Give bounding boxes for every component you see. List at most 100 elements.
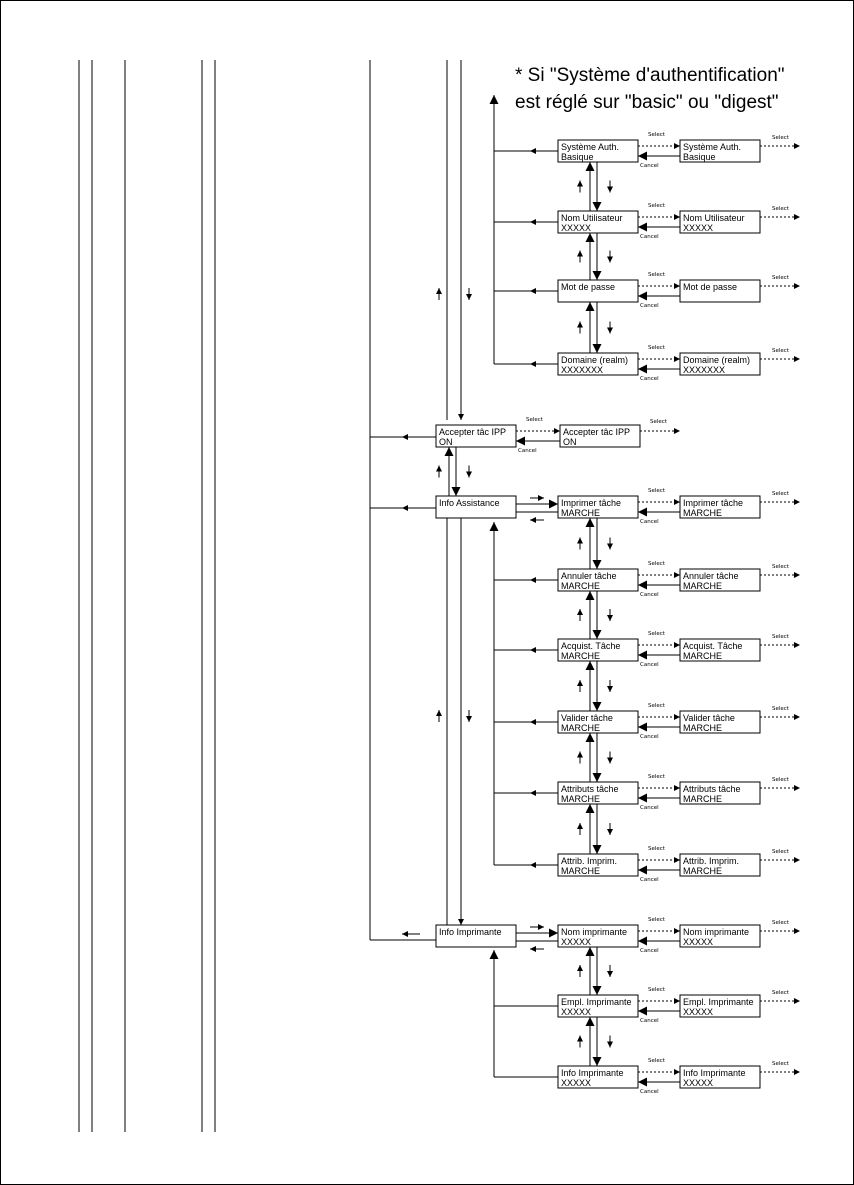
cancel-label: Cancel: [640, 662, 659, 668]
detail-box-assist-1: [679, 568, 761, 592]
menu-box-printer-0-line2: XXXXX: [561, 937, 591, 947]
select-label: Select: [648, 987, 666, 993]
menu-box-assist-4: [557, 781, 639, 805]
menu-box-assist-3: [557, 710, 639, 734]
menu-box-printer-2-line2: XXXXX: [561, 1078, 591, 1088]
select-label: Select: [648, 561, 666, 567]
detail-box-assist-0-line2: MARCHE: [683, 508, 722, 518]
select-label: Select: [648, 917, 666, 923]
detail-box-auth-0: [679, 139, 761, 163]
select-out-label: Select: [772, 920, 790, 926]
menu-box-assist-0: [557, 495, 639, 519]
detail-box-auth-2: [679, 279, 761, 303]
menu-box-assist-0-line2: MARCHE: [561, 508, 600, 518]
cancel-label: Cancel: [640, 1089, 659, 1095]
menu-box-auth-2-line1: Mot de passe: [561, 282, 615, 292]
detail-box-assist-1-line2: MARCHE: [683, 581, 722, 591]
select-label: Select: [648, 774, 666, 780]
detail-box-printer-0: [679, 924, 761, 948]
note-line-1: * Si "Système d'authentification": [515, 65, 785, 86]
select-out-label: Select: [772, 491, 790, 497]
detail-box-auth-0-line1: Système Auth.: [683, 142, 741, 152]
detail-box-assist-4-line2: MARCHE: [683, 794, 722, 804]
left-guide-lines: [78, 60, 216, 1132]
printer-parent-box: [435, 924, 517, 948]
cancel-label: Cancel: [640, 948, 659, 954]
detail-box-ipp: [559, 424, 641, 448]
menu-box-printer-2-line1: Info Imprimante: [561, 1068, 624, 1078]
assist-parent-box-line1: Info Assistance: [439, 498, 500, 508]
menu-box-auth-3-line1: Domaine (realm): [561, 355, 628, 365]
menu-box-printer-1-line2: XXXXX: [561, 1007, 591, 1017]
menu-box-assist-4-line1: Attributs tâche: [561, 784, 619, 794]
cancel-label: Cancel: [640, 163, 659, 169]
menu-box-auth-0-line1: Système Auth.: [561, 142, 619, 152]
select-out-label: Select: [772, 275, 790, 281]
detail-box-printer-1: [679, 994, 761, 1018]
detail-box-auth-0-line2: Basique: [683, 152, 716, 162]
detail-box-auth-3: [679, 352, 761, 376]
select-label: Select: [648, 203, 666, 209]
detail-box-assist-2: [679, 638, 761, 662]
select-cancel-labels: SelectCancelSelectSelectCancelSelectSele…: [518, 132, 790, 1095]
menu-box-assist-0-line1: Imprimer tâche: [561, 498, 621, 508]
select-out-label: Select: [772, 706, 790, 712]
select-out-label: Select: [650, 419, 668, 425]
cancel-label: Cancel: [640, 519, 659, 525]
detail-box-assist-3: [679, 710, 761, 734]
detail-box-auth-1-line1: Nom Utilisateur: [683, 213, 745, 223]
select-label: Select: [648, 1058, 666, 1064]
select-out-label: Select: [772, 849, 790, 855]
detail-box-assist-2-line2: MARCHE: [683, 651, 722, 661]
detail-box-assist-3-line1: Valider tâche: [683, 713, 735, 723]
detail-box-auth-1-line2: XXXXX: [683, 223, 713, 233]
menu-box-assist-3-line1: Valider tâche: [561, 713, 613, 723]
detail-box-printer-0-line1: Nom imprimante: [683, 927, 749, 937]
select-label: Select: [526, 417, 544, 423]
detail-box-printer-1-line1: Empl. Imprimante: [683, 997, 754, 1007]
cancel-label: Cancel: [640, 805, 659, 811]
menu-box-auth-3-line2: XXXXXXX: [561, 365, 603, 375]
menu-box-printer-1-line1: Empl. Imprimante: [561, 997, 632, 1007]
menu-box-assist-1-line2: MARCHE: [561, 581, 600, 591]
detail-box-assist-4: [679, 781, 761, 805]
assist-parent-box: [435, 495, 517, 519]
select-out-label: Select: [772, 1061, 790, 1067]
cancel-label: Cancel: [640, 303, 659, 309]
cancel-label: Cancel: [640, 592, 659, 598]
detail-box-ipp-line1: Accepter tâc IPP: [563, 427, 630, 437]
cancel-label: Cancel: [640, 877, 659, 883]
cancel-label: Cancel: [640, 234, 659, 240]
menu-box-auth-0-line2: Basique: [561, 152, 594, 162]
menu-box-auth-1-line1: Nom Utilisateur: [561, 213, 623, 223]
select-out-label: Select: [772, 348, 790, 354]
menu-box-assist-5-line2: MARCHE: [561, 866, 600, 876]
menu-box-printer-2: [557, 1065, 639, 1089]
detail-box-assist-5-line2: MARCHE: [683, 866, 722, 876]
select-label: Select: [648, 631, 666, 637]
detail-box-assist-3-line2: MARCHE: [683, 723, 722, 733]
note-line-2: est réglé sur "basic" ou "digest": [515, 92, 779, 113]
select-out-label: Select: [772, 634, 790, 640]
detail-box-printer-2: [679, 1065, 761, 1089]
detail-box-assist-0: [679, 495, 761, 519]
menu-box-printer-0: [557, 924, 639, 948]
detail-box-ipp-line2: ON: [563, 437, 577, 447]
menu-box-auth-3: [557, 352, 639, 376]
menu-box-assist-2-line1: Acquist. Tâche: [561, 641, 620, 651]
note-text: * Si "Système d'authentification" est ré…: [515, 65, 785, 113]
detail-box-assist-4-line1: Attributs tâche: [683, 784, 741, 794]
printer-parent-box-line1: Info Imprimante: [439, 927, 502, 937]
cancel-label: Cancel: [640, 734, 659, 740]
select-label: Select: [648, 345, 666, 351]
menu-box-assist-1-line1: Annuler tâche: [561, 571, 617, 581]
select-out-label: Select: [772, 777, 790, 783]
menu-box-assist-3-line2: MARCHE: [561, 723, 600, 733]
select-label: Select: [648, 488, 666, 494]
select-label: Select: [648, 846, 666, 852]
select-out-label: Select: [772, 206, 790, 212]
cancel-label: Cancel: [640, 376, 659, 382]
detail-box-printer-1-line2: XXXXX: [683, 1007, 713, 1017]
